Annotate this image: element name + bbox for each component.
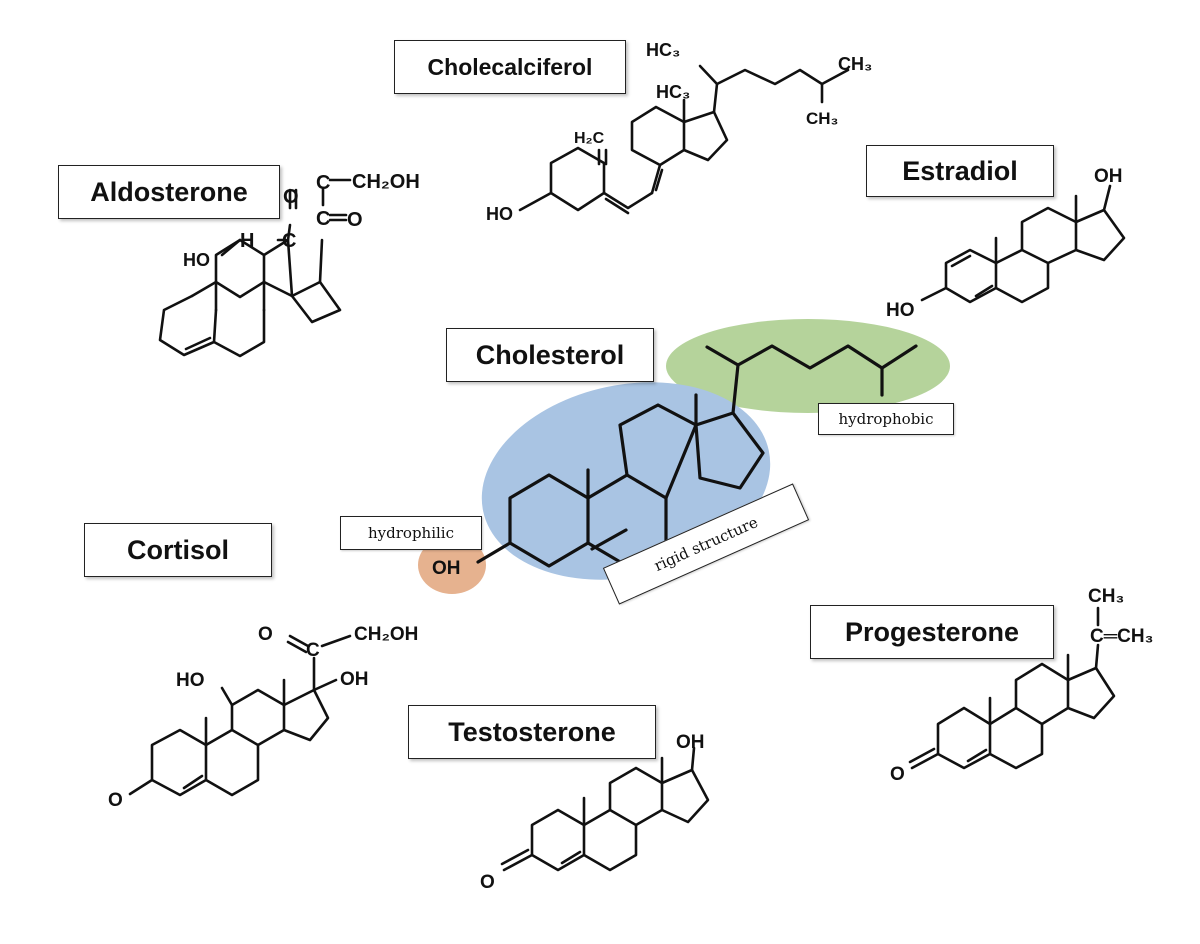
progesterone-structure xyxy=(908,606,1116,770)
estradiol-oh-label: OH xyxy=(1094,166,1123,187)
aldosterone-structure xyxy=(158,178,352,358)
cortisol-oh-label: OH xyxy=(340,669,369,690)
cortisol-c-label: C xyxy=(306,640,320,661)
cholesterol-structure xyxy=(476,344,918,568)
aldosterone-ho-label: HO xyxy=(183,250,210,270)
cortisol-o-label-2: O xyxy=(258,624,273,645)
progesterone-c-ch3-label: C═CH₃ xyxy=(1090,626,1153,647)
cholecalciferol-hc3-label-1: HC₃ xyxy=(646,40,680,60)
cortisol-o-label-1: O xyxy=(108,790,123,811)
title-estradiol: Estradiol xyxy=(866,145,1054,197)
hydrophobic-label: hydrophobic xyxy=(818,403,954,435)
cholecalciferol-ch3-label-2: CH₃ xyxy=(806,109,838,128)
cholecalciferol-structure xyxy=(518,64,850,215)
cholesterol-oh-label: OH xyxy=(432,558,461,579)
aldosterone-c-label-2: C xyxy=(316,172,330,194)
hydrophilic-label: hydrophilic xyxy=(340,516,482,550)
title-cholecalciferol: Cholecalciferol xyxy=(394,40,626,94)
aldosterone-c-label-1: C xyxy=(282,230,296,252)
progesterone-ch3-label: CH₃ xyxy=(1088,586,1124,607)
progesterone-o-label: O xyxy=(890,764,905,785)
cortisol-ch2oh-label: CH₂OH xyxy=(354,624,418,645)
cholecalciferol-h2c-label: H₂C xyxy=(574,130,605,147)
aldosterone-o-label-2: O xyxy=(347,209,363,231)
estradiol-ho-label: HO xyxy=(886,300,915,321)
testosterone-o-label: O xyxy=(480,872,495,893)
aldosterone-ch2oh-label: CH₂OH xyxy=(352,171,420,193)
aldosterone-c-label-3: C xyxy=(316,208,330,230)
testosterone-structure xyxy=(500,746,710,872)
title-progesterone: Progesterone xyxy=(810,605,1054,659)
hydrophilic-region xyxy=(418,536,486,594)
cholecalciferol-ho-label: HO xyxy=(486,204,513,224)
cholecalciferol-hc3-label-2: HC₃ xyxy=(656,82,690,102)
cortisol-structure xyxy=(128,634,352,797)
title-cortisol: Cortisol xyxy=(84,523,272,577)
cholecalciferol-ch3-label-1: CH₃ xyxy=(838,54,872,74)
title-testosterone: Testosterone xyxy=(408,705,656,759)
title-cholesterol: Cholesterol xyxy=(446,328,654,382)
title-aldosterone: Aldosterone xyxy=(58,165,280,219)
aldosterone-h-label: H xyxy=(240,230,254,252)
cortisol-ho-label: HO xyxy=(176,670,205,691)
estradiol-structure xyxy=(920,184,1126,304)
testosterone-oh-label: OH xyxy=(676,732,705,753)
aldosterone-o-label-1: O xyxy=(283,186,299,208)
